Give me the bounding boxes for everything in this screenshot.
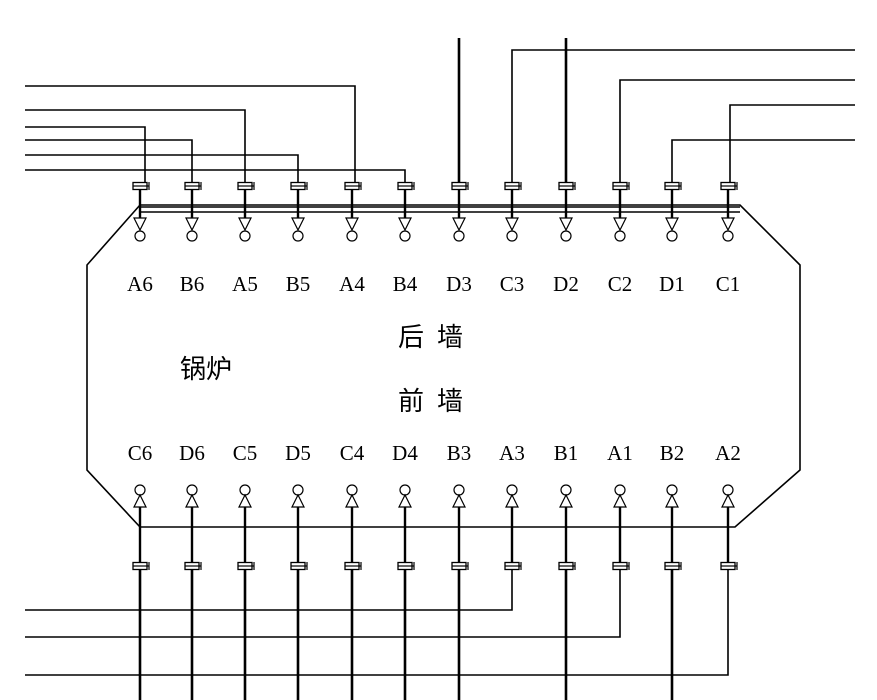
rear-wall-label: 后 墙 <box>398 323 463 352</box>
front-burner-d5 <box>290 484 308 571</box>
front-burner-label: C6 <box>128 441 153 465</box>
front-burner-b2 <box>664 484 682 571</box>
front-valve-c6 <box>132 561 150 571</box>
rear-valve-c2 <box>612 181 630 191</box>
rear-valve-b6 <box>184 181 202 191</box>
rear-burner-b5 <box>290 181 308 242</box>
rear-valve-c3 <box>504 181 522 191</box>
front-burner-d6 <box>184 484 202 571</box>
rear-right-feed-lines <box>457 38 855 185</box>
front-burner-b3 <box>451 484 469 571</box>
front-burner-b1 <box>558 484 576 571</box>
front-burner-label: D6 <box>179 441 205 465</box>
front-burner-d4 <box>397 484 415 571</box>
rear-burner-d1 <box>664 181 682 242</box>
rear-burner-label: B5 <box>286 272 311 296</box>
front-burner-a3 <box>504 484 522 571</box>
front-burner-group <box>132 484 738 571</box>
rear-burner-label: D2 <box>553 272 579 296</box>
rear-burner-labels: A6 B6 A5 B5 A4 B4 D3 C3 D2 C2 D1 C1 <box>127 272 740 296</box>
front-valve-a2 <box>720 561 738 571</box>
rear-burner-a4 <box>344 181 362 242</box>
rear-burner-c1 <box>720 181 738 242</box>
front-valve-b3 <box>451 561 469 571</box>
rear-burner-c3 <box>504 181 522 242</box>
front-valve-a1 <box>612 561 630 571</box>
front-burner-label: A1 <box>607 441 633 465</box>
rear-valve-c1 <box>720 181 738 191</box>
front-burner-label: C4 <box>340 441 365 465</box>
front-feed-lines <box>25 570 729 700</box>
front-burner-label: B2 <box>660 441 685 465</box>
rear-burner-label: A6 <box>127 272 153 296</box>
rear-valve-b4 <box>397 181 415 191</box>
front-burner-label: A3 <box>499 441 525 465</box>
front-burner-a1 <box>612 484 630 571</box>
rear-burner-group <box>132 181 738 242</box>
rear-burner-a6 <box>132 181 150 242</box>
rear-burner-c2 <box>612 181 630 242</box>
rear-burner-label: B6 <box>180 272 205 296</box>
rear-burner-label: A4 <box>339 272 365 296</box>
front-valve-c4 <box>344 561 362 571</box>
front-burner-label: A2 <box>715 441 741 465</box>
rear-burner-label: B4 <box>393 272 418 296</box>
boiler-label: 锅炉 <box>180 355 232 384</box>
front-burner-a2 <box>720 484 738 571</box>
front-burner-label: B3 <box>447 441 472 465</box>
front-burner-label: B1 <box>554 441 579 465</box>
front-burner-labels: C6 D6 C5 D5 C4 D4 B3 A3 B1 A1 B2 A2 <box>128 441 741 465</box>
front-burner-c5 <box>237 484 255 571</box>
rear-valve-a5 <box>237 181 255 191</box>
front-valve-d5 <box>290 561 308 571</box>
front-valve-a3 <box>504 561 522 571</box>
rear-valve-a4 <box>344 181 362 191</box>
rear-burner-label: D1 <box>659 272 685 296</box>
rear-burner-a5 <box>237 181 255 242</box>
front-burner-c6 <box>132 484 150 571</box>
rear-burner-d2 <box>558 181 576 242</box>
rear-burner-label: C3 <box>500 272 525 296</box>
rear-valve-d2 <box>558 181 576 191</box>
rear-burner-label: A5 <box>232 272 258 296</box>
front-valve-c5 <box>237 561 255 571</box>
boiler-body <box>86 204 801 528</box>
rear-valve-d1 <box>664 181 682 191</box>
rear-burner-label: C2 <box>608 272 633 296</box>
front-burner-c4 <box>344 484 362 571</box>
front-valve-d6 <box>184 561 202 571</box>
rear-left-feed-lines <box>25 85 406 185</box>
front-valve-b2 <box>664 561 682 571</box>
front-valve-b1 <box>558 561 576 571</box>
rear-burner-label: C1 <box>716 272 741 296</box>
rear-burner-label: D3 <box>446 272 472 296</box>
rear-valve-a6 <box>132 181 150 191</box>
rear-burner-b6 <box>184 181 202 242</box>
front-wall-label: 前 墙 <box>398 387 463 416</box>
rear-valve-b5 <box>290 181 308 191</box>
front-burner-label: D4 <box>392 441 418 465</box>
rear-burner-b4 <box>397 181 415 242</box>
front-burner-label: C5 <box>233 441 258 465</box>
front-valve-d4 <box>397 561 415 571</box>
rear-valve-d3 <box>451 181 469 191</box>
rear-burner-d3 <box>451 181 469 242</box>
front-burner-label: D5 <box>285 441 311 465</box>
